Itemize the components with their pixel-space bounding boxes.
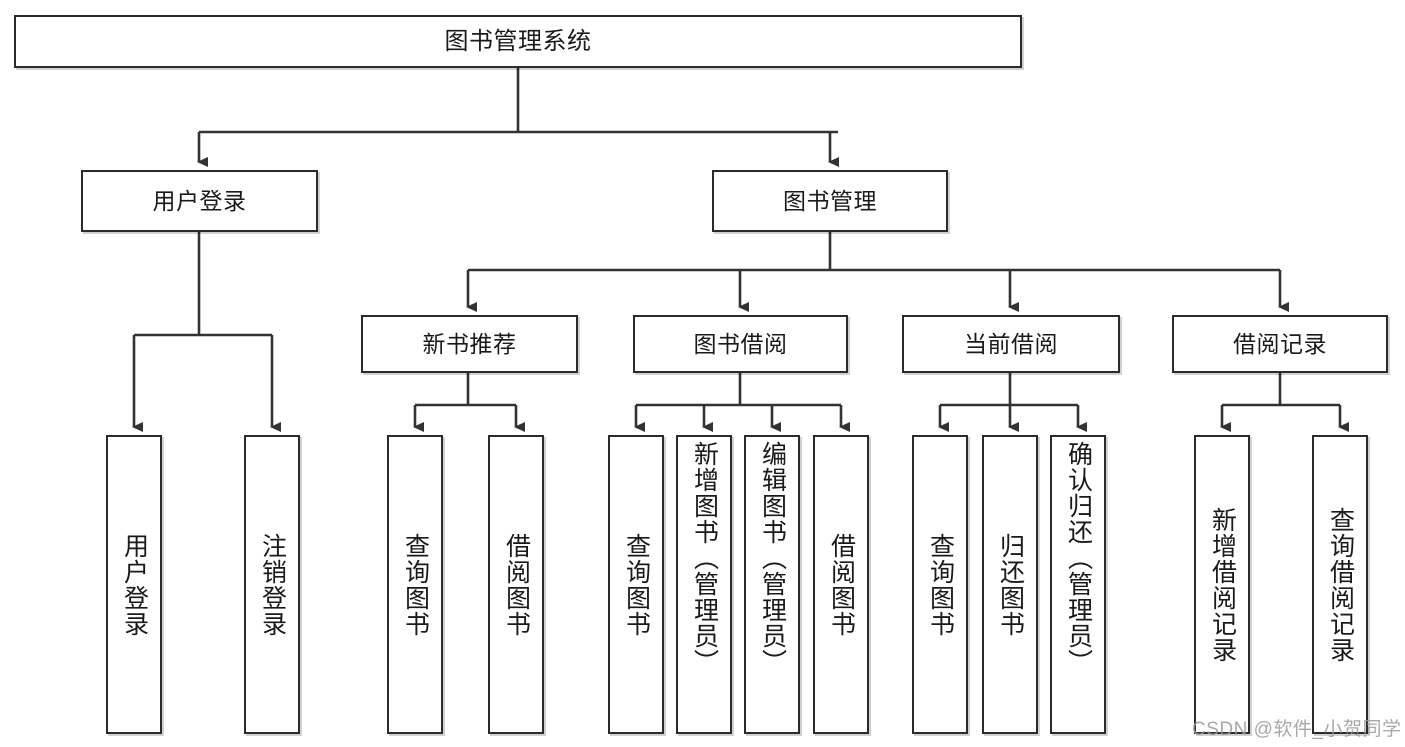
- node-leaf-borrow-book-b-label: 借阅图书: [827, 532, 856, 637]
- node-leaf-query-book-b-label: 查询图书: [622, 532, 651, 637]
- node-leaf-borrow-book-b[interactable]: 借阅图书: [813, 435, 869, 734]
- node-book-borrow[interactable]: 图书借阅: [633, 315, 848, 373]
- watermark: CSDN @软件_小贺同学: [1192, 719, 1402, 740]
- node-book-manage-label: 图书管理: [783, 187, 877, 214]
- node-root[interactable]: 图书管理系统: [14, 15, 1022, 68]
- node-leaf-add-book[interactable]: 新增图书（管理员）: [676, 435, 732, 734]
- node-leaf-return-book[interactable]: 归还图书: [982, 435, 1038, 734]
- node-leaf-query-book-c[interactable]: 查询图书: [912, 435, 968, 734]
- node-leaf-add-book-label: 新增图书（管理员）: [690, 441, 719, 675]
- node-user-login-label: 用户登录: [152, 187, 247, 214]
- node-borrow-record[interactable]: 借阅记录: [1172, 315, 1388, 373]
- node-leaf-query-book-b[interactable]: 查询图书: [608, 435, 664, 734]
- node-leaf-logout[interactable]: 注销登录: [244, 435, 300, 734]
- node-leaf-user-login[interactable]: 用户登录: [106, 435, 162, 734]
- node-new-book-recommend-label: 新书推荐: [422, 330, 517, 357]
- node-leaf-user-login-label: 用户登录: [120, 532, 149, 637]
- node-leaf-borrow-book-a[interactable]: 借阅图书: [488, 435, 544, 734]
- node-root-label: 图书管理系统: [444, 27, 592, 55]
- node-leaf-return-book-label: 归还图书: [996, 532, 1025, 637]
- node-leaf-borrow-book-a-label: 借阅图书: [502, 532, 531, 637]
- node-leaf-query-book-a[interactable]: 查询图书: [387, 435, 443, 734]
- node-leaf-confirm-return-label: 确认归还（管理员）: [1064, 441, 1093, 675]
- node-current-borrow-label: 当前借阅: [964, 330, 1058, 357]
- node-current-borrow[interactable]: 当前借阅: [902, 315, 1120, 373]
- node-leaf-add-record-label: 新增借阅记录: [1208, 506, 1237, 663]
- node-leaf-confirm-return[interactable]: 确认归还（管理员）: [1050, 435, 1106, 734]
- node-book-borrow-label: 图书借阅: [693, 330, 788, 357]
- node-borrow-record-label: 借阅记录: [1233, 330, 1327, 357]
- node-leaf-edit-book-label: 编辑图书（管理员）: [758, 441, 787, 675]
- node-leaf-query-record-label: 查询借阅记录: [1326, 506, 1355, 663]
- node-leaf-query-book-a-label: 查询图书: [401, 532, 430, 637]
- node-leaf-add-record[interactable]: 新增借阅记录: [1194, 435, 1250, 734]
- node-user-login[interactable]: 用户登录: [81, 170, 318, 232]
- node-leaf-edit-book[interactable]: 编辑图书（管理员）: [744, 435, 800, 734]
- node-leaf-query-book-c-label: 查询图书: [926, 532, 955, 637]
- node-leaf-query-record[interactable]: 查询借阅记录: [1312, 435, 1368, 734]
- node-new-book-recommend[interactable]: 新书推荐: [361, 315, 578, 373]
- node-leaf-logout-label: 注销登录: [258, 532, 287, 637]
- node-book-manage[interactable]: 图书管理: [712, 170, 948, 232]
